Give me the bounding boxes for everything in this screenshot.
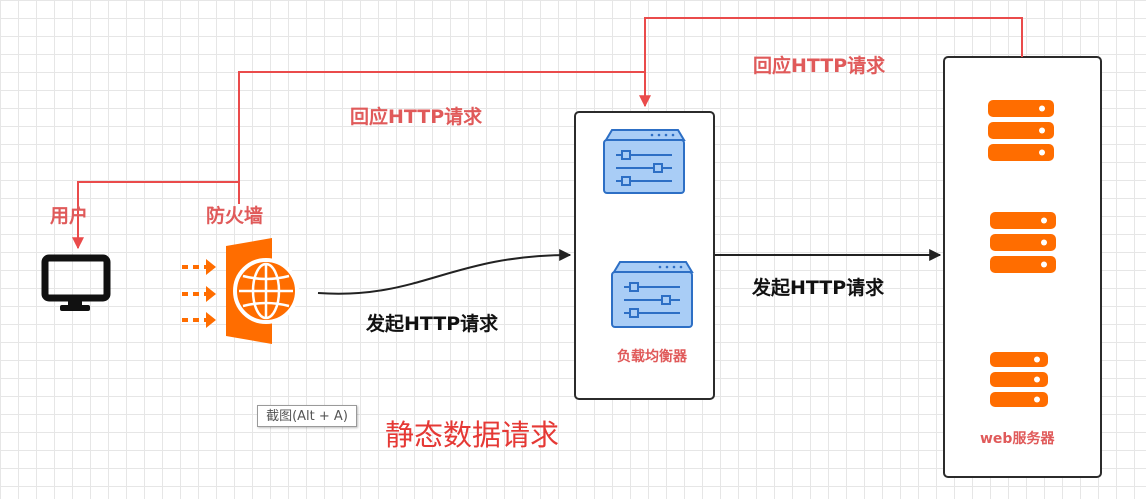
firewall-globe-icon	[182, 238, 299, 344]
server-stack-icon	[990, 212, 1056, 273]
server-panel-icon	[603, 129, 686, 194]
firewall-label: 防火墙	[206, 204, 263, 227]
server-stack-icon	[990, 352, 1048, 407]
screenshot-tooltip: 截图(Alt + A)	[257, 405, 357, 427]
load-balancer-label: 负载均衡器	[617, 348, 688, 365]
server-panel-icon	[611, 261, 694, 328]
web-servers-label: web服务器	[980, 430, 1055, 447]
server-stack-icon	[988, 100, 1054, 161]
send-line-left	[317, 249, 572, 295]
user-label: 用户	[50, 204, 88, 227]
monitor-icon	[41, 254, 111, 311]
respond-line-top	[639, 17, 1023, 108]
send-http-label-left: 发起HTTP请求	[365, 312, 499, 335]
respond-line-left	[72, 71, 645, 250]
respond-http-label-left: 回应HTTP请求	[350, 105, 483, 128]
static-request-label: 静态数据请求	[385, 418, 559, 452]
respond-http-label-top: 回应HTTP请求	[753, 54, 886, 77]
send-http-label-right: 发起HTTP请求	[751, 276, 885, 299]
